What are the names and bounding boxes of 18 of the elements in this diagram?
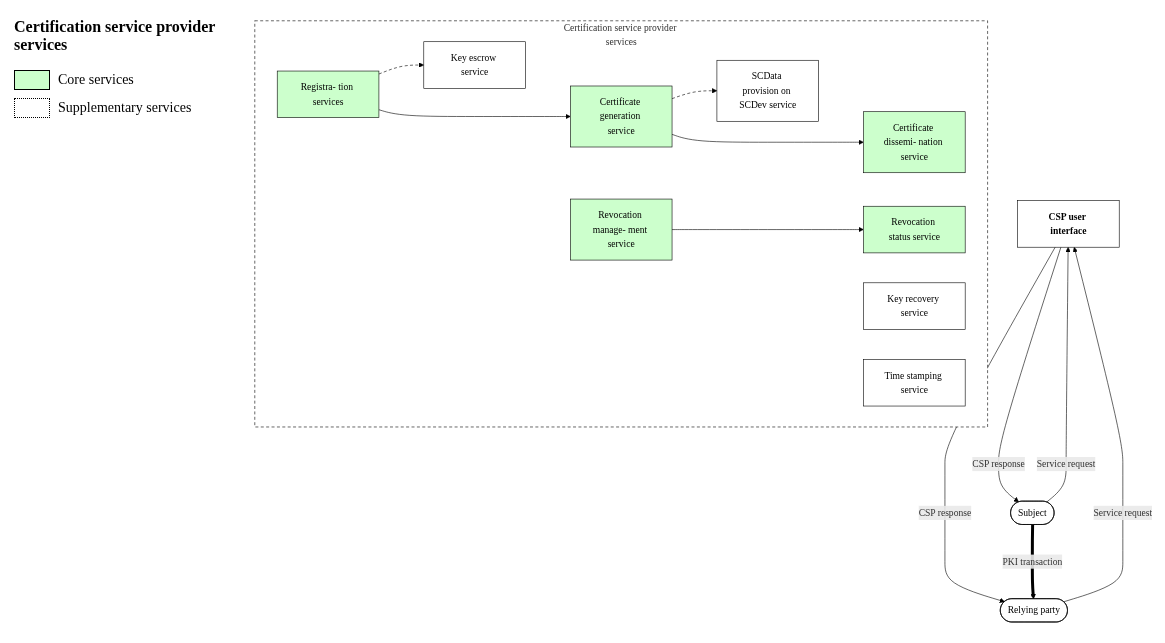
edge-label: Service request	[1036, 458, 1096, 469]
node-box: Key recovery service	[863, 282, 966, 330]
node-box: Registra- tion services	[276, 70, 380, 119]
node-box: Key escrow service	[423, 41, 526, 89]
node-box: SCData provision on SCDev service	[716, 60, 819, 122]
edge-label: CSP response	[918, 507, 972, 518]
node-box: Certificate generation service	[570, 85, 673, 148]
legend-text: Core services	[58, 72, 134, 88]
node-box: Revocation status service	[863, 206, 966, 254]
edge-label: Service request	[1093, 507, 1153, 518]
legend-text: Supplementary services	[58, 100, 192, 116]
node-box: Time stamping service	[863, 359, 966, 407]
node-box: CSP user interface	[1017, 200, 1120, 248]
edge-label: PKI transaction	[1002, 556, 1063, 567]
node-box: Certificate dissemi- nation service	[863, 111, 966, 174]
diagram-title: Certification service provider services	[14, 18, 217, 54]
node-box: Revocation manage- ment service	[570, 198, 673, 261]
edge-label: CSP response	[972, 458, 1025, 469]
